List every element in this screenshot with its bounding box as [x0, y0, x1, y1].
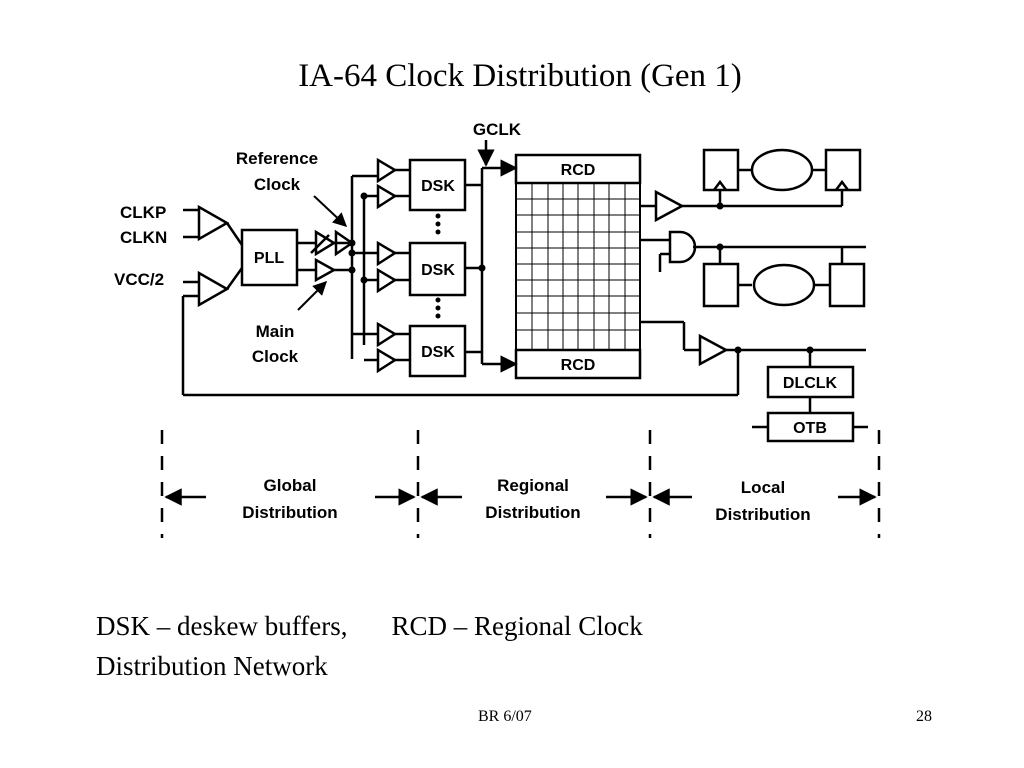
- dsk-label-3: DSK: [421, 344, 455, 361]
- reference-clock-buffer: [334, 229, 355, 257]
- vcc2-label: VCC/2: [114, 270, 164, 289]
- gclk-label: GCLK: [473, 120, 522, 139]
- caption: DSK – deskew buffers, RCD – Regional Cloc…: [96, 606, 816, 686]
- logic-cloud-2: [752, 263, 816, 307]
- flip-flop-3: [702, 262, 740, 308]
- zone-label-global-1: Global: [264, 476, 317, 495]
- reference-clock-label-1: Reference: [236, 149, 318, 168]
- zone-label-regional-1: Regional: [497, 476, 569, 495]
- zone-label-local-2: Distribution: [715, 505, 810, 524]
- dsk-label-1: DSK: [421, 178, 455, 195]
- caption-dsk-definition: DSK – deskew buffers,: [96, 611, 348, 641]
- zone-label-local-1: Local: [741, 478, 785, 497]
- local-buffer-1: [654, 189, 685, 223]
- clkn-label: CLKN: [120, 228, 167, 247]
- otb-label: OTB: [793, 420, 827, 437]
- main-clock-label-2: Clock: [252, 347, 299, 366]
- flip-flop-4: [828, 262, 866, 308]
- clk-input-buffer: [197, 204, 230, 242]
- dsk-label-2: DSK: [421, 262, 455, 279]
- rcd-label-top: RCD: [561, 162, 596, 179]
- caption-rcd-definition-cont: Distribution Network: [96, 651, 328, 681]
- footer-date: BR 6/07: [478, 708, 532, 725]
- slide-title: IA-64 Clock Distribution (Gen 1): [298, 58, 742, 94]
- zone-label-regional-2: Distribution: [485, 503, 580, 522]
- caption-rcd-definition: RCD – Regional Clock: [391, 611, 643, 641]
- zone-label-global-2: Distribution: [242, 503, 337, 522]
- pll-box: [240, 228, 299, 287]
- logic-cloud-1: [750, 148, 814, 192]
- reference-clock-label-2: Clock: [254, 175, 301, 194]
- local-buffer-2: [698, 333, 729, 367]
- dlclk-label: DLCLK: [783, 375, 838, 392]
- main-clock-label-1: Main: [256, 322, 295, 341]
- vcc-input-buffer: [197, 270, 230, 308]
- pll-label: PLL: [254, 250, 284, 267]
- clkp-label: CLKP: [120, 203, 166, 222]
- and-gate: [668, 230, 697, 264]
- rcd-label-bottom: RCD: [561, 357, 596, 374]
- page-number: 28: [916, 708, 932, 725]
